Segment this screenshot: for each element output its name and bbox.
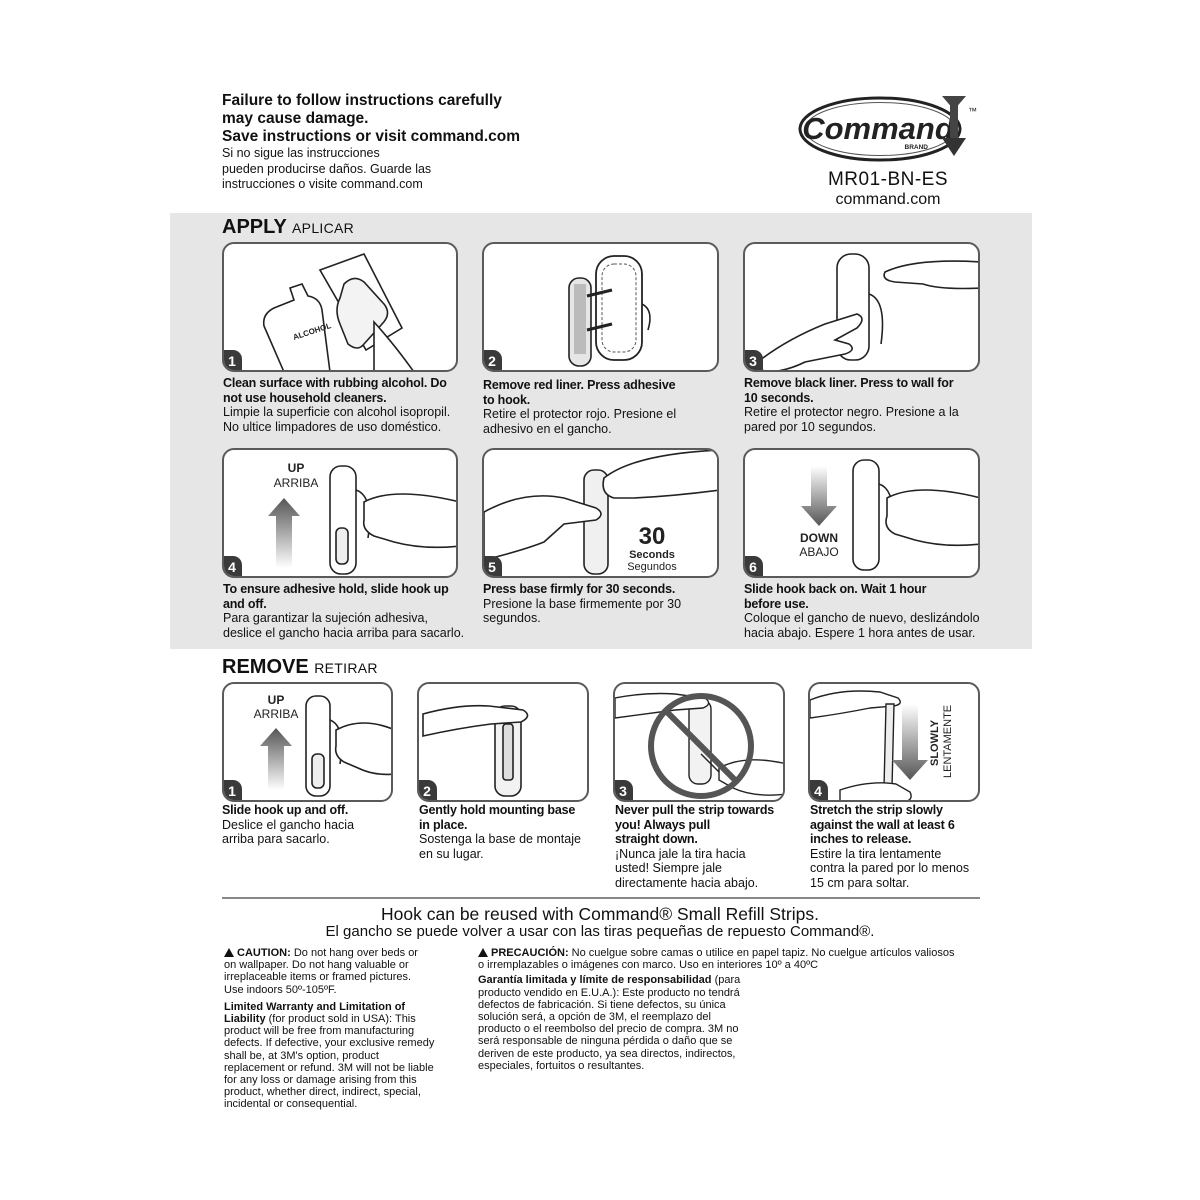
step-number-badge: 4	[810, 780, 828, 800]
bottle-and-cloth-drawing: ALCOHOL	[262, 253, 414, 370]
slide-hook-up-drawing: UP ARRIBA	[268, 461, 456, 575]
remove-step-4-illustration: SLOWLY LENTAMENTE 4	[808, 682, 980, 802]
warning-line: may cause damage.	[222, 110, 369, 127]
hold-base-drawing	[422, 704, 529, 797]
press-base-drawing: 30 Seconds Segundos	[484, 450, 717, 575]
apply-step-4-caption: To ensure adhesive hold, slide hook up a…	[223, 582, 465, 640]
svg-text:UP: UP	[268, 693, 285, 707]
remove-step-2-caption: Gently hold mounting base in place. Sost…	[419, 803, 581, 861]
press-hook-to-wall-drawing	[753, 253, 978, 370]
apply-step-4-illustration: UP ARRIBA 4	[222, 448, 458, 578]
step-number-badge: 5	[484, 556, 502, 576]
slide-hook-up-drawing: UP ARRIBA	[254, 693, 391, 797]
apply-step-6-illustration: DOWN ABAJO 6	[743, 448, 980, 578]
remove-heading: REMOVE RETIRAR	[222, 655, 378, 680]
reuse-note-spanish: El gancho se puede volver a usar con las…	[325, 923, 875, 940]
section-divider	[222, 897, 980, 899]
remove-step-1-illustration: UP ARRIBA 1	[222, 682, 393, 802]
warning-line: Si no sigue las instrucciones	[222, 146, 380, 160]
remove-step-3-caption: Never pull the strip towards you! Always…	[615, 803, 775, 890]
apply-heading: APPLY APLICAR	[222, 215, 354, 240]
warning-line: Save instructions or visit command.com	[222, 128, 521, 145]
step-number-badge: 6	[745, 556, 763, 576]
svg-text:Seconds: Seconds	[629, 549, 675, 561]
apply-step-3-illustration: 3	[743, 242, 980, 372]
warning-spanish: Si no sigue las instrucciones pueden pro…	[222, 146, 542, 193]
stretch-strip-drawing: SLOWLY LENTAMENTE	[810, 690, 954, 800]
step-number-badge: 2	[419, 780, 437, 800]
apply-step-1-illustration: ALCOHOL 1	[222, 242, 458, 372]
svg-text:ARRIBA: ARRIBA	[254, 707, 299, 721]
svg-text:DOWN: DOWN	[800, 531, 838, 545]
svg-text:Segundos: Segundos	[627, 561, 677, 573]
svg-text:LENTAMENTE: LENTAMENTE	[942, 705, 954, 778]
remove-subtitle: RETIRAR	[314, 660, 378, 676]
step-number-badge: 1	[224, 780, 242, 800]
apply-subtitle: APLICAR	[292, 220, 355, 236]
warning-line: Failure to follow instructions carefully	[222, 92, 502, 109]
warning-line: pueden producirse daños. Guarde las	[222, 161, 432, 176]
step-number-badge: 3	[615, 780, 633, 800]
apply-title: APPLY	[222, 216, 287, 238]
command-logo: Command ™ BRAND	[796, 92, 978, 166]
remove-step-4-caption: Stretch the strip slowly against the wal…	[810, 803, 970, 890]
apply-step-2-caption: Remove red liner. Press adhesive to hook…	[483, 378, 677, 436]
seconds-number: 30	[639, 523, 666, 550]
svg-text:™: ™	[968, 106, 977, 116]
svg-text:SLOWLY: SLOWLY	[929, 719, 941, 766]
remove-step-3-illustration: 3	[613, 682, 785, 802]
step-number-badge: 4	[224, 556, 242, 576]
remove-step-1-caption: Slide hook up and off. Deslice el gancho…	[222, 803, 355, 846]
remove-step-2-illustration: 2	[417, 682, 589, 802]
reuse-note-english: Hook can be reused with Command® Small R…	[381, 904, 819, 924]
warning-triangle-icon	[224, 948, 234, 957]
caution-english: CAUTION: Do not hang over beds or on wal…	[224, 947, 435, 1111]
model-number: MR01-BN-ES	[827, 169, 949, 190]
svg-text:ARRIBA: ARRIBA	[274, 476, 319, 490]
warning-line: instrucciones o visite command.com	[222, 177, 423, 191]
svg-text:UP: UP	[288, 461, 305, 475]
caution-spanish: PRECAUCIÓN: No cuelgue sobre camas o uti…	[478, 947, 955, 1072]
strip-and-hook-drawing	[568, 255, 651, 367]
apply-step-5-caption: Press base firmly for 30 seconds. Presio…	[483, 582, 682, 625]
apply-step-1-caption: Clean surface with rubbing alcohol. Do n…	[223, 376, 451, 434]
slide-hook-down-drawing: DOWN ABAJO	[799, 459, 978, 571]
apply-step-3-caption: Remove black liner. Press to wall for 10…	[744, 376, 959, 434]
step-number-badge: 2	[484, 350, 502, 370]
svg-text:ABAJO: ABAJO	[799, 545, 838, 559]
logo-text: Command	[802, 111, 955, 146]
do-not-pull-forward-drawing	[615, 692, 783, 799]
apply-step-6-caption: Slide hook back on. Wait 1 hour before u…	[744, 582, 980, 640]
apply-step-5-illustration: 30 Seconds Segundos 5	[482, 448, 719, 578]
warning-triangle-icon	[478, 948, 488, 957]
warning-english: Failure to follow instructions carefully…	[222, 92, 602, 146]
step-number-badge: 3	[745, 350, 763, 370]
remove-title: REMOVE	[222, 656, 309, 678]
website: command.com	[835, 191, 941, 208]
step-number-badge: 1	[224, 350, 242, 370]
apply-step-2-illustration: 2	[482, 242, 719, 372]
svg-text:BRAND: BRAND	[905, 144, 929, 151]
